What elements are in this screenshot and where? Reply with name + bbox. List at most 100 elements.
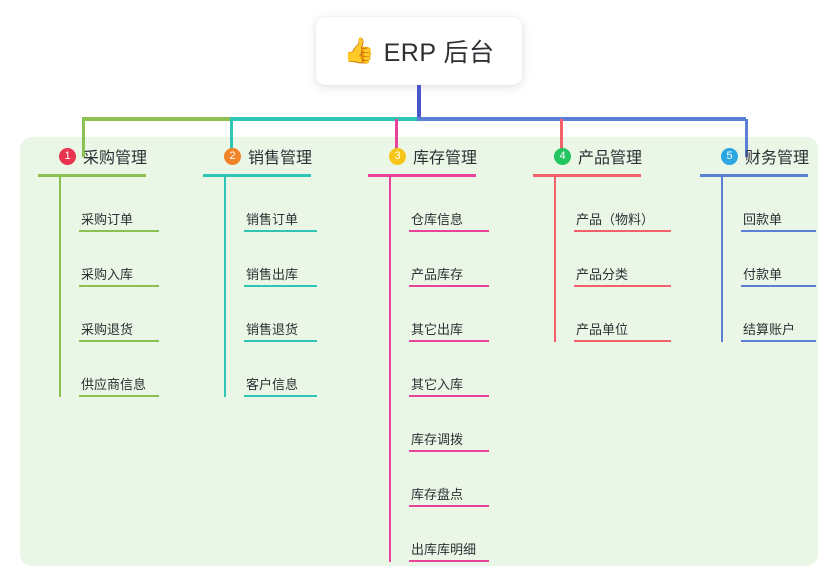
child-item-label: 其它入库 bbox=[411, 377, 464, 392]
child-item-label: 采购订单 bbox=[81, 212, 134, 227]
child-item-label: 回款单 bbox=[743, 212, 783, 227]
branch-title: 产品管理 bbox=[578, 150, 643, 167]
child-item[interactable]: 供应商信息 bbox=[79, 342, 159, 397]
connector-rail-2 bbox=[230, 117, 417, 121]
branch-underline bbox=[533, 174, 641, 177]
child-item[interactable]: 结算账户 bbox=[741, 287, 816, 342]
child-item-underline bbox=[244, 340, 317, 342]
branch-采购管理: 1 采购管理采购订单采购入库采购退货供应商信息 bbox=[38, 142, 159, 397]
branch-underline bbox=[38, 174, 146, 177]
child-item-underline bbox=[244, 285, 317, 287]
child-item[interactable]: 采购订单 bbox=[79, 177, 159, 232]
branch-underline bbox=[368, 174, 476, 177]
branch-children: 产品（物料） 产品分类产品单位 bbox=[554, 177, 671, 342]
root-node[interactable]: 👍 ERP 后台 bbox=[316, 17, 522, 85]
branch-header-3[interactable]: 3 库存管理 bbox=[368, 142, 478, 170]
child-item-underline bbox=[741, 340, 816, 342]
child-item-label: 产品（物料） bbox=[576, 212, 655, 227]
root-trunk-connector bbox=[417, 85, 421, 121]
branch-children: 仓库信息产品库存其它出库其它入库库存调拨库存盘点出库库明细 bbox=[389, 177, 489, 562]
child-item-underline bbox=[409, 450, 489, 452]
root-title: ERP 后台 bbox=[383, 39, 495, 67]
child-item-label: 采购入库 bbox=[81, 267, 134, 282]
child-item[interactable]: 其它入库 bbox=[409, 342, 489, 397]
branch-财务管理: 5 财务管理回款单付款单结算账户 bbox=[700, 142, 816, 342]
child-item-underline bbox=[574, 285, 671, 287]
child-item-label: 供应商信息 bbox=[81, 377, 147, 392]
child-item[interactable]: 回款单 bbox=[741, 177, 816, 232]
child-item-label: 产品分类 bbox=[576, 267, 629, 282]
child-item[interactable]: 销售出库 bbox=[244, 232, 317, 287]
child-item[interactable]: 其它出库 bbox=[409, 287, 489, 342]
child-item[interactable]: 仓库信息 bbox=[409, 177, 489, 232]
child-item-label: 库存调拨 bbox=[411, 432, 464, 447]
child-item[interactable]: 库存调拨 bbox=[409, 397, 489, 452]
child-item[interactable]: 客户信息 bbox=[244, 342, 317, 397]
child-item-underline bbox=[741, 230, 816, 232]
child-item-underline bbox=[409, 285, 489, 287]
child-item[interactable]: 采购入库 bbox=[79, 232, 159, 287]
branch-number-badge: 1 bbox=[59, 147, 76, 165]
child-item-label: 客户信息 bbox=[246, 377, 299, 392]
child-item-underline bbox=[574, 340, 671, 342]
branch-spine bbox=[224, 177, 226, 397]
child-item[interactable]: 库存盘点 bbox=[409, 452, 489, 507]
child-item-label: 结算账户 bbox=[743, 322, 796, 337]
branch-spine bbox=[59, 177, 61, 397]
branch-header-2[interactable]: 2 销售管理 bbox=[203, 142, 312, 170]
branch-header-5[interactable]: 5 财务管理 bbox=[700, 142, 809, 170]
connector-rail-3 bbox=[417, 117, 746, 121]
thumbs-up-icon: 👍 bbox=[343, 36, 375, 65]
child-item-underline bbox=[79, 230, 159, 232]
branch-title: 库存管理 bbox=[413, 150, 478, 167]
branch-underline bbox=[700, 174, 808, 177]
child-item[interactable]: 销售订单 bbox=[244, 177, 317, 232]
branch-header-1[interactable]: 1 采购管理 bbox=[38, 142, 148, 170]
branch-title: 采购管理 bbox=[83, 150, 148, 167]
child-item-underline bbox=[409, 505, 489, 507]
child-item-underline bbox=[79, 285, 159, 287]
child-item-label: 销售订单 bbox=[246, 212, 299, 227]
child-item-underline bbox=[409, 395, 489, 397]
branches-panel bbox=[20, 137, 818, 566]
child-item-label: 采购退货 bbox=[81, 322, 134, 337]
child-item-underline bbox=[574, 230, 671, 232]
child-item[interactable]: 付款单 bbox=[741, 232, 816, 287]
child-item-label: 付款单 bbox=[743, 267, 783, 282]
branch-title: 财务管理 bbox=[745, 150, 810, 167]
branch-title: 销售管理 bbox=[248, 150, 313, 167]
branch-underline bbox=[203, 174, 311, 177]
child-item-label: 出库库明细 bbox=[411, 542, 477, 557]
child-item[interactable]: 产品库存 bbox=[409, 232, 489, 287]
child-item-underline bbox=[244, 395, 317, 397]
branch-spine bbox=[389, 177, 391, 562]
branch-number-badge: 3 bbox=[389, 147, 406, 165]
child-item-underline bbox=[79, 395, 159, 397]
connector-stub-1 bbox=[82, 119, 85, 157]
branch-spine bbox=[721, 177, 723, 342]
child-item[interactable]: 出库库明细 bbox=[409, 507, 489, 562]
child-item-underline bbox=[409, 230, 489, 232]
branch-children: 销售订单销售出库销售退货客户信息 bbox=[224, 177, 317, 397]
child-item-label: 产品库存 bbox=[411, 267, 464, 282]
child-item[interactable]: 销售退货 bbox=[244, 287, 317, 342]
connector-rail-1 bbox=[82, 117, 230, 121]
branch-number-badge: 2 bbox=[224, 147, 241, 165]
child-item-label: 其它出库 bbox=[411, 322, 464, 337]
branch-spine bbox=[554, 177, 556, 342]
child-item[interactable]: 产品单位 bbox=[574, 287, 671, 342]
child-item[interactable]: 产品（物料） bbox=[574, 177, 671, 232]
child-item-underline bbox=[741, 285, 816, 287]
connector-stub-5 bbox=[745, 119, 748, 157]
branch-库存管理: 3 库存管理仓库信息产品库存其它出库其它入库库存调拨库存盘点出库库明细 bbox=[368, 142, 489, 562]
branch-number-badge: 5 bbox=[721, 147, 738, 165]
child-item-underline bbox=[409, 560, 489, 562]
child-item-label: 销售出库 bbox=[246, 267, 299, 282]
child-item-underline bbox=[409, 340, 489, 342]
child-item[interactable]: 采购退货 bbox=[79, 287, 159, 342]
child-item-underline bbox=[244, 230, 317, 232]
child-item[interactable]: 产品分类 bbox=[574, 232, 671, 287]
